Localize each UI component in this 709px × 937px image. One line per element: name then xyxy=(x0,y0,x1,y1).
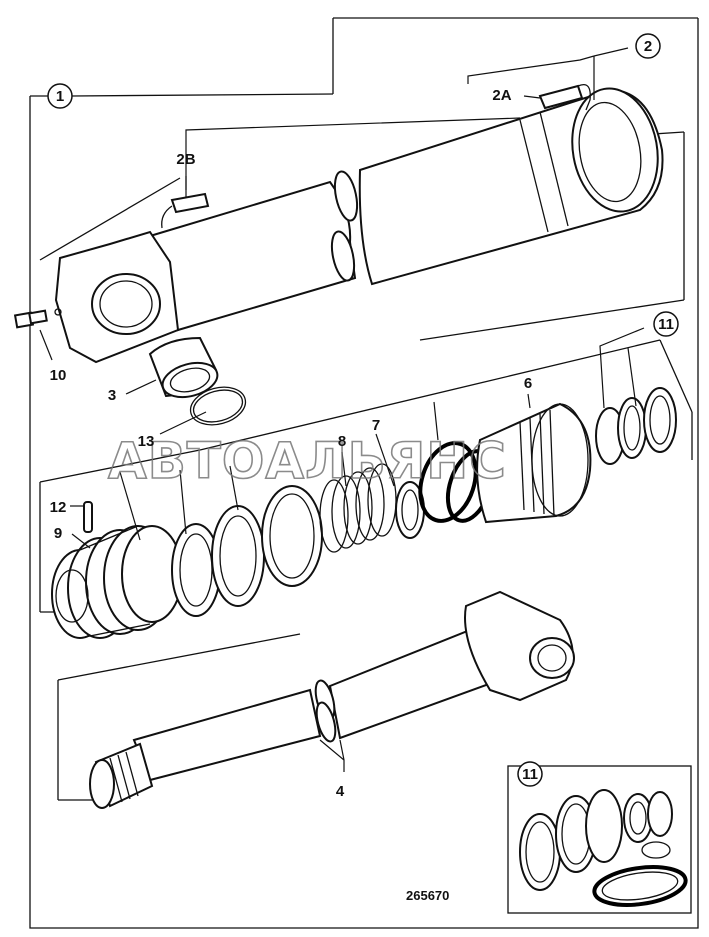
callout-3-label: 3 xyxy=(108,387,116,404)
callout-1-label: 1 xyxy=(56,88,64,105)
callout-2a-label: 2A xyxy=(492,87,511,104)
cylinder-barrel xyxy=(148,87,664,332)
clevis-end-block xyxy=(54,230,180,364)
piston-seal-rings xyxy=(171,485,323,617)
port-2b xyxy=(161,192,210,229)
gland xyxy=(476,402,592,524)
callout-13-label: 13 xyxy=(138,433,155,450)
callout-11-inset-label: 11 xyxy=(522,766,538,783)
circlip xyxy=(189,386,247,426)
roll-pin xyxy=(83,501,93,533)
callout-8-label: 8 xyxy=(338,433,346,450)
callout-2: 2 xyxy=(635,33,661,59)
grease-nipple xyxy=(13,309,48,329)
callout-10-label: 10 xyxy=(50,367,67,384)
port-2a xyxy=(538,83,591,111)
callout-4-label: 4 xyxy=(336,783,345,800)
callout-11-main-label: 11 xyxy=(658,316,674,333)
diagram-frame xyxy=(29,17,699,929)
piston-rod xyxy=(89,628,502,809)
callout-11-inset: 11 xyxy=(517,761,543,787)
rod-eye xyxy=(464,590,575,702)
callout-1: 1 xyxy=(47,83,73,109)
callout-7-label: 7 xyxy=(372,417,380,434)
seal-kit-box xyxy=(39,339,693,613)
callout-11-main: 11 xyxy=(653,311,679,337)
callout-2-label: 2 xyxy=(644,38,652,55)
leader-lines xyxy=(39,47,645,772)
callout-9-label: 9 xyxy=(54,525,62,542)
rod-seal-rings xyxy=(595,387,677,465)
callout-6-label: 6 xyxy=(524,375,532,392)
callout-2b-label: 2B xyxy=(176,151,195,168)
drawing-reference-number: 265670 xyxy=(406,888,449,903)
seal-kit-inset xyxy=(507,765,692,914)
piston-head xyxy=(51,525,183,639)
bush xyxy=(148,336,219,399)
watermark: АВТОАЛЬЯНС xyxy=(108,432,507,490)
callout-12-label: 12 xyxy=(50,499,67,516)
